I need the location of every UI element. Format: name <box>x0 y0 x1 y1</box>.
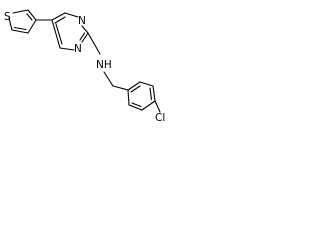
bond-s-c2 <box>12 9 29 14</box>
bond-c3-c4 <box>27 19 37 34</box>
chlorine-label: Cl <box>155 112 165 124</box>
bond-c6-n1 <box>64 12 79 18</box>
bond-b5-b6-double <box>131 102 142 108</box>
benzene-ring <box>127 81 156 111</box>
bond-c2-c3 <box>27 9 37 21</box>
bond-c2-n3 <box>81 32 89 43</box>
thiophene-sulfur-label: S <box>4 11 11 23</box>
bond-b4-b5 <box>141 100 156 111</box>
bond-b3-b4 <box>152 85 156 102</box>
pyrimidine-ring <box>51 12 89 51</box>
bond-c4-c5-double <box>13 26 27 31</box>
bond-c4-c5-double <box>55 23 63 45</box>
bond-b4-cl <box>154 100 161 113</box>
bond-b3-b4-double <box>149 87 153 101</box>
bond-c2-c3-double <box>26 13 33 21</box>
bond-nh-ch2 <box>103 71 114 87</box>
amine-nh-label: NH <box>96 59 112 71</box>
bond-b1-b2 <box>127 81 141 91</box>
thiophene-ring <box>8 9 37 34</box>
bond-c5-c6-double <box>54 16 66 24</box>
bond-b1-b2-double <box>130 85 141 93</box>
bond-c2-nh <box>87 32 101 55</box>
bond-c4-c5 <box>51 19 61 49</box>
bond-c5-c6 <box>51 12 66 21</box>
pyrimidine-n-upper-label: N <box>78 15 86 27</box>
bond-n1-c2 <box>81 25 89 34</box>
bond-ch2-phenyl <box>112 85 129 91</box>
pyrimidine-n-lower-label: N <box>74 43 82 55</box>
bond-c5-s <box>8 17 13 31</box>
molecule-structure-canvas: S N N NH Cl <box>4 9 165 124</box>
bond-b5-b6 <box>128 104 143 111</box>
bond-b6-b1 <box>127 89 130 106</box>
bond-c2-n3-double <box>79 32 86 41</box>
bond-n3-c4 <box>59 47 75 51</box>
bond-b2-b3 <box>139 81 154 87</box>
bond-c4-c5 <box>11 29 29 34</box>
